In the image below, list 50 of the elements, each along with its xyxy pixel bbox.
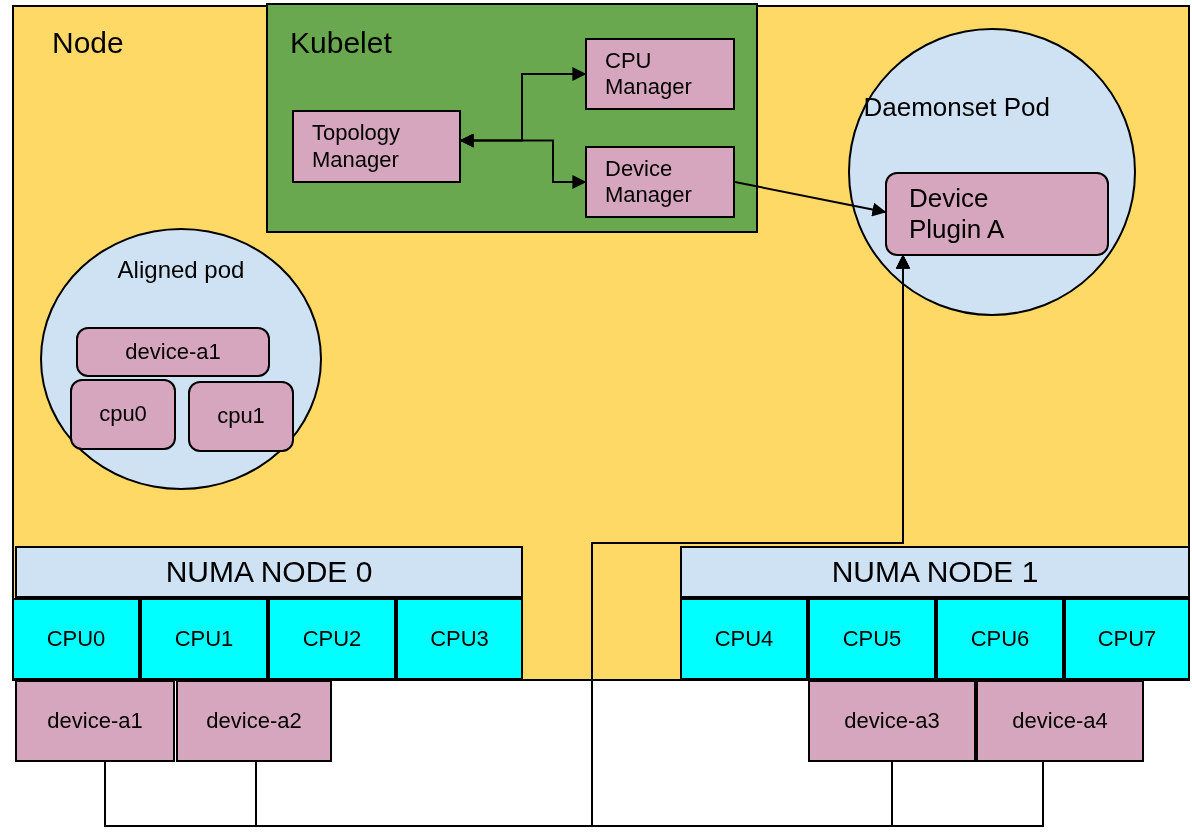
cpu-cell — [140, 598, 268, 680]
node-label: CPU7 — [1097, 625, 1157, 653]
cpu-cell — [12, 598, 140, 680]
container-box — [266, 3, 758, 233]
node-label: device-a1 — [47, 707, 143, 735]
cpu-cell — [680, 598, 808, 680]
component-box — [585, 38, 735, 110]
node-label: CPU1 — [174, 625, 234, 653]
node-label: NUMA NODE 0 — [165, 554, 373, 590]
node-label: cpu0 — [99, 401, 147, 428]
numa-band — [15, 546, 523, 598]
node-label: device-a2 — [206, 707, 302, 735]
node-label: CPU5 — [842, 625, 902, 653]
component-box — [15, 680, 175, 762]
node-label: CPU4 — [714, 625, 774, 653]
numa-band — [680, 546, 1190, 598]
component-box — [76, 327, 270, 377]
node-label: Topology Manager — [311, 120, 402, 173]
group-title: Daemonset Pod — [862, 92, 1051, 124]
node-label: device-a3 — [844, 707, 940, 735]
node-label: device-a4 — [1012, 707, 1108, 735]
node-label: Device Manager — [604, 155, 693, 209]
component-box — [976, 680, 1144, 762]
node-label: CPU3 — [430, 625, 489, 653]
node-label: CPU2 — [302, 625, 362, 653]
node-label: NUMA NODE 1 — [831, 554, 1039, 590]
cpu-cell — [1064, 598, 1190, 680]
component-box — [885, 172, 1109, 256]
component-box — [292, 110, 461, 183]
cpu-cell — [808, 598, 936, 680]
component-box — [188, 381, 294, 452]
component-box — [808, 680, 976, 762]
arrow — [459, 133, 587, 189]
component-box — [176, 680, 332, 762]
component-box — [585, 146, 735, 218]
component-box — [70, 379, 176, 450]
cpu-cell — [268, 598, 396, 680]
node-label: cpu1 — [217, 403, 265, 430]
group-title: Node — [52, 25, 124, 61]
node-label: CPU6 — [970, 625, 1030, 653]
cpu-cell — [396, 598, 523, 680]
group-title: Aligned pod — [116, 255, 246, 285]
cpu-cell — [936, 598, 1064, 680]
node-label: device-a1 — [125, 338, 221, 366]
container-box — [12, 5, 1190, 681]
node-label: CPU0 — [46, 625, 106, 653]
group-title: Kubelet — [290, 25, 392, 61]
node-label: Device Plugin A — [908, 182, 1006, 246]
arrow — [734, 181, 887, 217]
node-label: CPU Manager — [604, 47, 693, 101]
